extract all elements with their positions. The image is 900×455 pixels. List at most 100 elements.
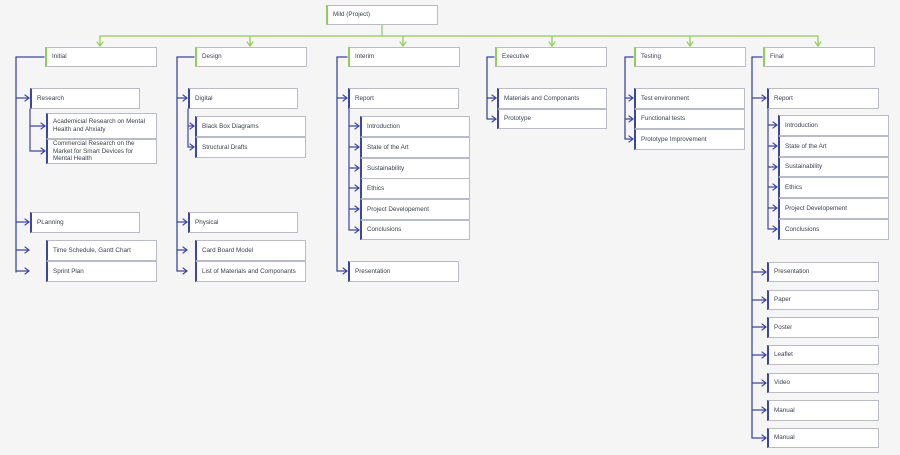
connector-line-66 — [342, 97, 348, 102]
subitem-structural-drafts[interactable]: Structural Drafts — [195, 137, 306, 158]
subitem-label: List of Materials and Componants — [202, 267, 296, 275]
connector-line-93 — [491, 97, 497, 102]
phase-interim[interactable]: Interim — [348, 47, 460, 67]
connector-line-54 — [182, 270, 188, 275]
connector-line-120 — [761, 323, 767, 328]
connector-line-88 — [354, 229, 360, 234]
connector-line-84 — [354, 205, 360, 210]
subitem-label: Black Box Diagrams — [202, 122, 259, 130]
connector-line-95 — [491, 115, 497, 120]
phase-label: Executive — [502, 53, 530, 61]
item-interim-report[interactable]: Report — [348, 88, 459, 109]
connector-line-106 — [628, 135, 634, 140]
subitem-black-box[interactable]: Black Box Diagrams — [195, 116, 306, 137]
connector-line-16 — [689, 41, 694, 47]
subitem-final-ethics[interactable]: Ethics — [778, 177, 889, 198]
item-test-environment[interactable]: Test environment — [634, 88, 745, 109]
connector-line-44 — [182, 94, 188, 99]
subitem-interim-conclusions[interactable]: Conclusions — [360, 220, 470, 240]
item-final-report[interactable]: Report — [767, 88, 879, 109]
connector-line-81 — [354, 184, 360, 189]
subitem-final-conclusions[interactable]: Conclusions — [778, 219, 889, 240]
subitem-label: Ethics — [785, 183, 803, 191]
subitem-label: Ethics — [367, 184, 385, 192]
phase-testing[interactable]: Testing — [634, 47, 746, 67]
root-label: Mild (Project) — [333, 11, 371, 19]
subitem-label: Project Developement — [785, 204, 847, 212]
item-prototype[interactable]: Prototype — [497, 109, 607, 129]
phase-final[interactable]: Final — [763, 47, 875, 67]
phase-initial[interactable]: Initial — [45, 47, 157, 67]
connector-line-29 — [24, 246, 30, 251]
subitem-commercial-research[interactable]: Commercial Research on the Market for Sm… — [46, 139, 157, 164]
connector-line-112 — [761, 97, 767, 102]
item-final-presentation[interactable]: Presentation — [767, 262, 879, 282]
connector-line-40 — [40, 150, 46, 155]
subitem-card-board[interactable]: Card Board Model — [195, 240, 306, 261]
item-label: Functional tests — [641, 115, 686, 123]
phase-design[interactable]: Design — [195, 47, 307, 67]
subitem-label: Sustainability — [785, 163, 823, 171]
connector-line-39 — [40, 147, 46, 152]
subitem-time-schedule[interactable]: Time Schedule, Gantt Chart — [46, 240, 157, 261]
subitem-interim-ethics[interactable]: Ethics — [360, 178, 470, 199]
subitem-academic-research[interactable]: Academicial Research on Mental Health an… — [46, 113, 157, 139]
subitem-final-sustainability[interactable]: Sustainability — [778, 157, 889, 177]
connector-line-19 — [817, 41, 822, 47]
subitem-materials-list[interactable]: List of Materials and Componants — [195, 261, 306, 282]
connector-line-137 — [772, 124, 778, 129]
connector-line-45 — [182, 97, 188, 102]
phase-executive[interactable]: Executive — [495, 47, 607, 67]
connector-line-104 — [628, 118, 634, 123]
item-paper[interactable]: Paper — [767, 290, 879, 310]
item-manual-2[interactable]: Manual — [767, 428, 879, 448]
subitem-interim-introduction[interactable]: Introduction — [360, 116, 470, 137]
subitem-label: Conclusions — [785, 225, 820, 233]
connector-line-75 — [354, 143, 360, 148]
item-video[interactable]: Video — [767, 373, 879, 393]
item-poster[interactable]: Poster — [767, 317, 879, 338]
subitem-interim-sustainability[interactable]: Sustainability — [360, 158, 470, 179]
subitem-interim-project-dev[interactable]: Project Developement — [360, 199, 470, 220]
item-physical[interactable]: Physical — [188, 212, 298, 233]
item-research[interactable]: Research — [30, 88, 140, 109]
item-digital[interactable]: Digital — [188, 88, 298, 109]
connector-line-96 — [491, 118, 497, 123]
item-interim-presentation[interactable]: Presentation — [348, 261, 459, 282]
connector-line-129 — [761, 406, 767, 411]
item-label: Digital — [195, 94, 213, 102]
item-prototype-improvement[interactable]: Prototype Improvement — [634, 129, 745, 150]
root-node[interactable]: Mild (Project) — [326, 5, 438, 25]
connector-line-142 — [772, 163, 778, 168]
subitem-final-introduction[interactable]: Introduction — [778, 115, 889, 136]
connector-line-87 — [354, 226, 360, 231]
item-manual[interactable]: Manual — [767, 400, 879, 421]
item-label: Paper — [774, 296, 791, 304]
connector-line-72 — [354, 122, 360, 127]
connector-line-117 — [761, 296, 767, 301]
connector-line-30 — [24, 249, 30, 254]
item-label: PLanning — [37, 218, 64, 226]
connector-line-33 — [24, 270, 30, 275]
item-leaflet[interactable]: Leaflet — [767, 345, 879, 365]
subitem-final-state-of-art[interactable]: State of the Art — [778, 136, 889, 157]
subitem-sprint-plan[interactable]: Sprint Plan — [46, 261, 157, 282]
connector-line-37 — [40, 125, 46, 130]
connector-line-32 — [24, 267, 30, 272]
item-materials-componants[interactable]: Materials and Componants — [497, 88, 607, 109]
phase-label: Testing — [641, 53, 661, 61]
subitem-final-project-dev[interactable]: Project Developement — [778, 198, 889, 219]
connector-line-103 — [628, 115, 634, 120]
connector-line-15 — [686, 41, 691, 47]
item-label: Manual — [774, 406, 795, 414]
connector-line-36 — [40, 122, 46, 127]
subitem-interim-state-of-art[interactable]: State of the Art — [360, 137, 470, 158]
item-label: Research — [37, 94, 64, 102]
connector-line-60 — [189, 143, 195, 148]
connector-line-57 — [189, 122, 195, 127]
item-functional-tests[interactable]: Functional tests — [634, 109, 745, 129]
item-planning[interactable]: PLanning — [30, 212, 140, 233]
connector-line-101 — [628, 97, 634, 102]
connector-line-61 — [189, 146, 195, 151]
